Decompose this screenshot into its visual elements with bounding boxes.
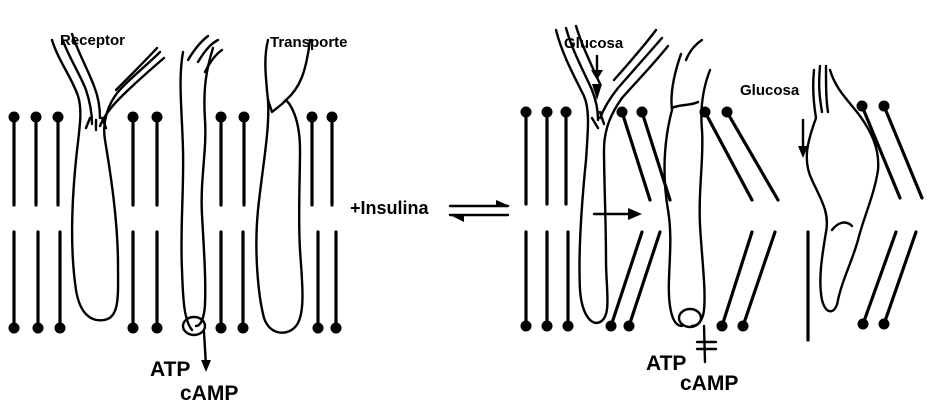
glucose-label-receptor: Glucosa [564,35,624,52]
receptor-label: Receptor [60,32,125,49]
left-upper-lipids [9,112,338,206]
right-cyclase-protein [594,40,716,362]
camp-label-right: cAMP [680,372,738,395]
insulin-label: +Insulina [350,198,430,218]
left-transport-protein [256,40,310,333]
atp-label-left: ATP [150,358,190,381]
right-upper-lipids [521,101,923,205]
glucose-label-transport: Glucosa [740,82,800,99]
left-receptor-protein [52,34,164,320]
left-membrane [9,112,342,334]
right-receptor-protein [556,26,668,323]
reaction-arrows: +Insulina [350,198,510,222]
left-lower-lipids [9,232,342,334]
camp-label-left: cAMP [180,382,238,405]
left-cyclase-protein [181,36,222,372]
transport-label: Transporte [270,34,348,51]
